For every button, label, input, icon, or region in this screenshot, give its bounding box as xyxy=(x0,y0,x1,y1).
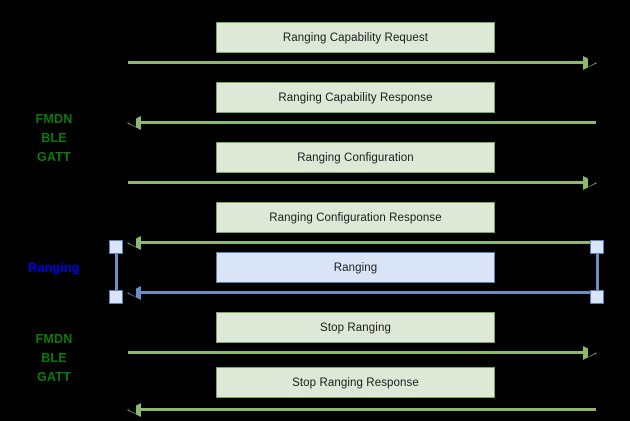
arrow-shaft xyxy=(128,241,596,244)
arrow-head-notch xyxy=(127,117,136,127)
activation-bar-right xyxy=(596,253,599,291)
role-label-fmdn-ble-gatt-bottom: FMDN BLE GATT xyxy=(35,332,73,384)
message-label: Ranging Configuration Response xyxy=(269,211,442,224)
message-arrow-ranging-configuration xyxy=(128,175,597,190)
arrow-shaft xyxy=(128,291,596,294)
activation-right-start xyxy=(590,240,604,254)
arrow-head-notch xyxy=(127,237,136,247)
message-box-ranging: Ranging xyxy=(216,252,495,283)
arrow-head-notch xyxy=(127,287,136,297)
arrow-shaft xyxy=(128,351,596,354)
message-box-stop-ranging-response: Stop Ranging Response xyxy=(216,367,495,398)
activation-right-end xyxy=(590,290,604,304)
arrow-head-notch xyxy=(127,404,136,414)
message-arrow-ranging-configuration-response xyxy=(127,235,596,250)
message-arrow-stop-ranging-response xyxy=(127,402,596,417)
message-box-ranging-configuration-response: Ranging Configuration Response xyxy=(216,202,495,233)
arrow-shaft xyxy=(128,408,596,411)
message-arrow-ranging xyxy=(127,285,596,300)
message-box-ranging-capability-response: Ranging Capability Response xyxy=(216,82,495,113)
activation-bar-left xyxy=(115,253,118,291)
message-label: Ranging Configuration xyxy=(297,151,414,164)
activation-left-end xyxy=(109,290,123,304)
arrow-head-notch xyxy=(588,57,597,67)
role-label-ranging: Ranging xyxy=(28,261,80,275)
message-arrow-stop-ranging xyxy=(128,345,597,360)
arrow-shaft xyxy=(128,181,596,184)
message-arrow-ranging-capability-response xyxy=(127,115,596,130)
message-label: Ranging xyxy=(333,261,378,274)
message-label: Ranging Capability Response xyxy=(278,91,433,104)
message-box-stop-ranging: Stop Ranging xyxy=(216,312,495,343)
arrow-shaft xyxy=(128,61,596,64)
activation-left-start xyxy=(109,240,123,254)
message-box-ranging-configuration: Ranging Configuration xyxy=(216,142,495,173)
message-label: Stop Ranging xyxy=(320,321,391,334)
message-box-ranging-capability-request: Ranging Capability Request xyxy=(216,22,495,53)
arrow-head-notch xyxy=(588,347,597,357)
arrow-head-notch xyxy=(588,177,597,187)
message-label: Stop Ranging Response xyxy=(292,376,419,389)
role-label-fmdn-ble-gatt-top: FMDN BLE GATT xyxy=(35,112,73,164)
message-arrow-ranging-capability-request xyxy=(128,55,597,70)
arrow-shaft xyxy=(128,121,596,124)
message-label: Ranging Capability Request xyxy=(282,31,429,44)
